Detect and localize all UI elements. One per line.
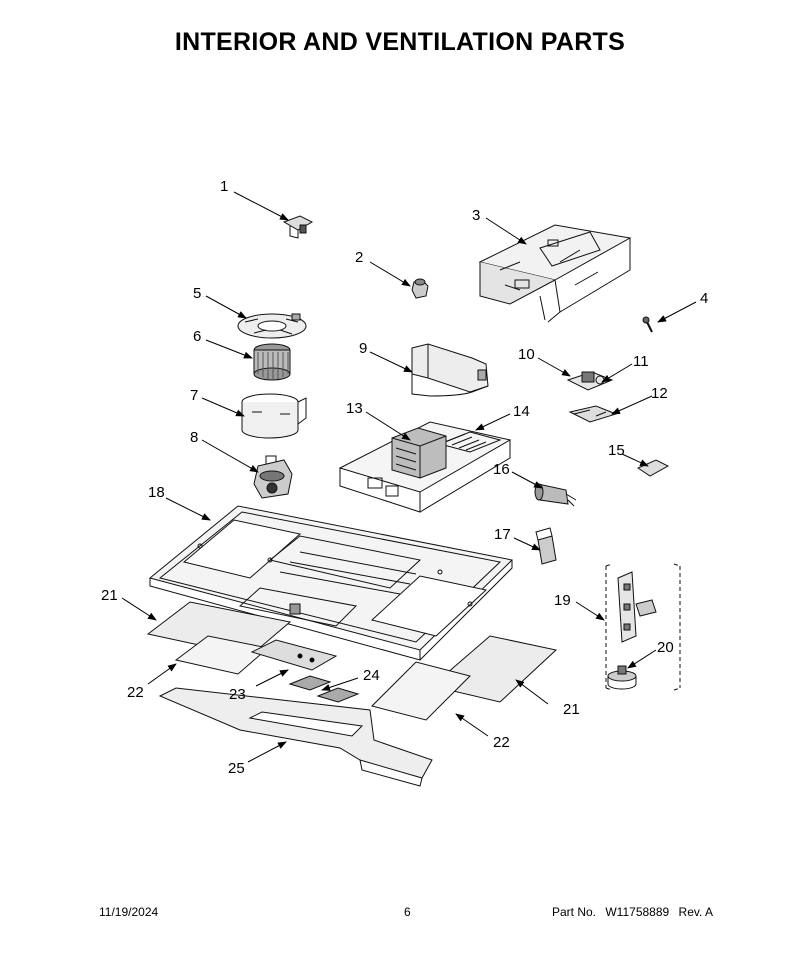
- part-17-bracket: [535, 527, 557, 565]
- footer-date: 11/19/2024: [99, 905, 159, 919]
- callout-3: 3: [472, 207, 480, 224]
- callout-16: 16: [493, 461, 510, 478]
- callout-14: 14: [513, 403, 530, 420]
- part-4-screw: [642, 316, 653, 333]
- part-20-switch: [607, 665, 637, 690]
- part-15-plate: [636, 459, 670, 477]
- callout-11: 11: [633, 353, 649, 370]
- callout-20: 20: [657, 639, 674, 656]
- callout-24: 24: [363, 667, 380, 684]
- callout-leaders: [121, 191, 697, 763]
- callout-17: 17: [494, 526, 511, 543]
- part-10-11-thermal-cutout: [566, 371, 614, 391]
- part-25-bottom-frame: [158, 687, 433, 787]
- callout-23: 23: [229, 686, 246, 703]
- part-label: Part No.: [552, 905, 597, 919]
- part-21-filter-right: [430, 635, 558, 703]
- callout-19: 19: [554, 592, 571, 609]
- callout-18: 18: [148, 484, 165, 501]
- callout-13: 13: [346, 400, 363, 417]
- part-7-blower-housing: [241, 393, 307, 439]
- part-1-bracket: [282, 215, 314, 239]
- callout-10: 10: [518, 346, 535, 363]
- part-5-blower-plate: [237, 313, 307, 339]
- callout-2: 2: [355, 249, 363, 266]
- callout-6: 6: [193, 328, 201, 345]
- callout-21-right: 21: [563, 701, 580, 718]
- part-8-blower-motor: [253, 455, 293, 499]
- callout-9: 9: [359, 340, 367, 357]
- callout-8: 8: [190, 429, 198, 446]
- callout-7: 7: [190, 387, 198, 404]
- page-title: INTERIOR AND VENTILATION PARTS: [174, 28, 626, 56]
- callout-15: 15: [608, 442, 625, 459]
- part-22-grease-filter-right: [371, 661, 471, 721]
- part-6-blower-wheel: [253, 343, 291, 381]
- footer-part-number: Part No. W11758889 Rev. A: [552, 905, 719, 919]
- callout-4: 4: [700, 290, 708, 307]
- part-3-mounting-frame: [478, 224, 632, 323]
- part-9-duct: [411, 343, 489, 397]
- callout-21-left: 21: [101, 587, 118, 604]
- callout-22-left: 22: [127, 684, 144, 701]
- part-13-transformer: [391, 427, 447, 479]
- part-12-control-board: [568, 405, 618, 423]
- callout-12: 12: [651, 385, 668, 402]
- part-number: W11758889: [605, 905, 670, 919]
- part-19-latch-assembly: [605, 563, 681, 691]
- callout-labels: 1 2 3 4 5 6 7 8 9 10 11 12 13 14 15 16 1…: [101, 178, 708, 777]
- callout-5: 5: [193, 285, 201, 302]
- part-24-light-lens: [288, 675, 360, 703]
- callout-22-right: 22: [493, 734, 510, 751]
- revision: Rev. A: [678, 905, 713, 919]
- part-23-panel: [250, 639, 338, 671]
- callout-1: 1: [220, 178, 228, 195]
- part-2-fastener: [411, 278, 429, 299]
- footer-page-number: 6: [404, 905, 411, 919]
- callout-25: 25: [228, 760, 245, 777]
